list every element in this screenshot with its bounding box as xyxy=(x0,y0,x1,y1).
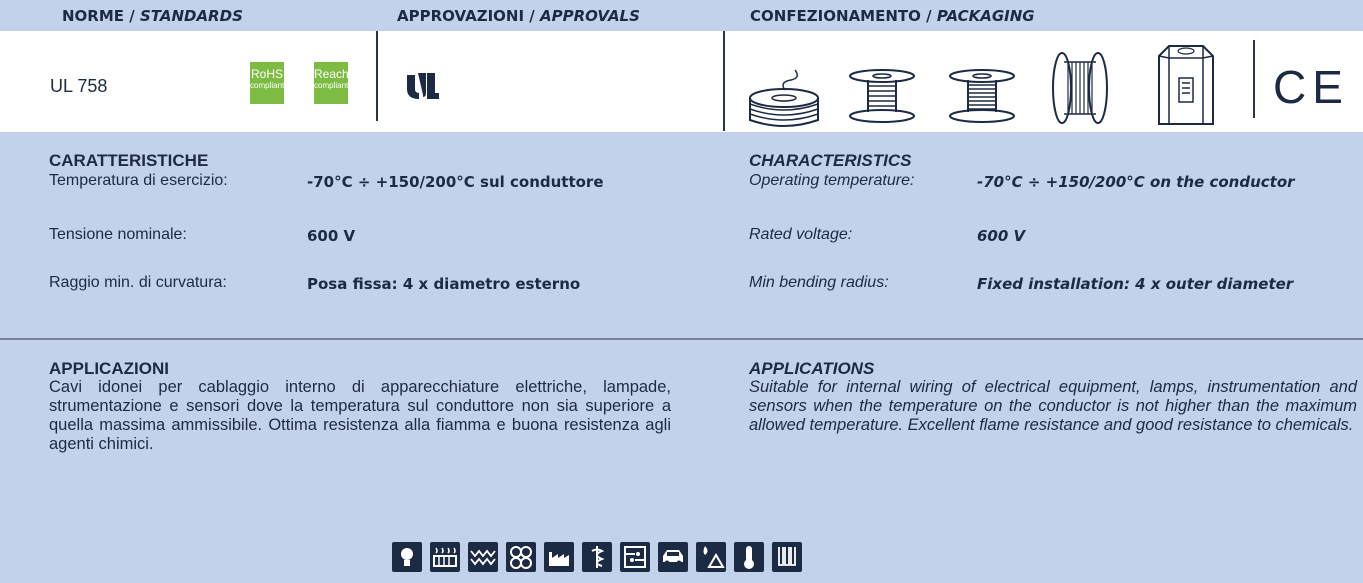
drum-icon xyxy=(1052,52,1108,124)
ul-recognized-logo xyxy=(407,73,439,99)
char-value-it: 600 V xyxy=(307,227,356,245)
divider xyxy=(723,31,725,131)
flame-resistance-icon xyxy=(696,542,726,572)
char-label-it: Raggio min. di curvatura: xyxy=(49,274,227,291)
char-value-en: -70°C ÷ +150/200°C on the conductor xyxy=(977,173,1295,191)
char-label-it: Temperatura di esercizio: xyxy=(49,172,228,189)
char-label-it: Tensione nominale: xyxy=(49,226,187,243)
applications-text-it: Cavi idonei per cablaggio interno di app… xyxy=(49,378,671,453)
divider xyxy=(376,31,378,121)
lamp-icon xyxy=(392,542,422,572)
char-value-it: -70°C ÷ +150/200°C sul conduttore xyxy=(307,173,604,191)
char-label-en: Min bending radius: xyxy=(749,274,889,291)
reel-small-icon xyxy=(849,69,915,123)
char-value-en: Fixed installation: 4 x outer diameter xyxy=(977,275,1294,293)
ce-mark: CE xyxy=(1273,61,1349,113)
header-bar: NORME / STANDARDS APPROVAZIONI / APPROVA… xyxy=(0,0,1363,31)
thermometer-icon xyxy=(734,542,764,572)
rohs-badge: RoHS compliant xyxy=(250,62,284,104)
appliance-icon xyxy=(506,542,536,572)
heating-element-icon xyxy=(468,542,498,572)
heater-icon xyxy=(430,542,460,572)
char-value-en: 600 V xyxy=(977,227,1026,245)
industry-icon xyxy=(544,542,574,572)
section-divider xyxy=(0,338,1363,340)
medical-icon xyxy=(582,542,612,572)
characteristics-panel xyxy=(0,132,1363,339)
applications-text-en: Suitable for internal wiring of electric… xyxy=(749,378,1357,434)
circuit-icon xyxy=(620,542,650,572)
applications-title-it: APPLICAZIONI xyxy=(49,359,169,378)
box-icon xyxy=(1158,45,1214,125)
char-label-en: Operating temperature: xyxy=(749,172,915,189)
char-value-it: Posa fissa: 4 x diametro esterno xyxy=(307,275,581,293)
chemical-icon xyxy=(772,542,802,572)
approvals-heading: APPROVAZIONI / APPROVALS xyxy=(397,7,640,25)
divider xyxy=(1253,40,1255,118)
reel-medium-icon xyxy=(949,69,1015,123)
automotive-icon xyxy=(658,542,688,572)
standards-heading: NORME / STANDARDS xyxy=(62,7,243,25)
applications-title-en: APPLICATIONS xyxy=(749,359,875,378)
characteristics-title-it: CARATTERISTICHE xyxy=(49,151,209,170)
char-label-en: Rated voltage: xyxy=(749,226,853,243)
packaging-heading: CONFEZIONAMENTO / PACKAGING xyxy=(750,7,1035,25)
standard-norm: UL 758 xyxy=(50,76,108,96)
coil-icon xyxy=(749,69,819,127)
characteristics-title-en: CHARACTERISTICS xyxy=(749,151,912,170)
reach-badge: Reach compliant xyxy=(314,62,349,104)
